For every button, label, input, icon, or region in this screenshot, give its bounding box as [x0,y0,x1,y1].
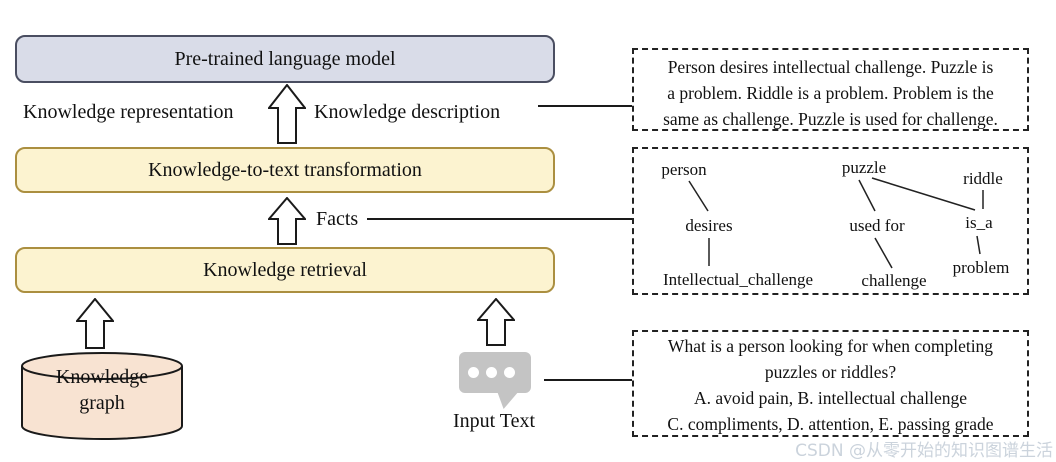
up-arrow-icon [268,197,306,245]
question-line: C. compliments, D. attention, E. passing… [667,414,994,434]
connector-input [544,379,632,381]
graph-node-riddle: riddle [963,169,1003,188]
knowledge-description-label: Knowledge description [314,101,501,123]
knowledge-graph-label-line1: Knowledge [55,366,149,388]
description-line: a problem. Riddle is a problem. Problem … [667,83,994,103]
question-line: A. avoid pain, B. intellectual challenge [693,388,968,408]
graph-node-person: person [661,160,707,179]
up-arrow-icon [477,298,515,346]
graph-node-intellectual-challenge: Intellectual_challenge [662,270,814,289]
knowledge-to-text-box: Knowledge-to-text transformation [15,147,555,193]
connector-facts [367,218,632,220]
knowledge-retrieval-box: Knowledge retrieval [15,247,555,293]
facts-label: Facts [316,208,359,230]
speech-bubble-icon [459,352,531,393]
facts-graph-edges [688,177,984,269]
up-arrow-icon [76,298,114,349]
connector-description [538,105,632,107]
knowledge-to-text-label: Knowledge-to-text transformation [148,158,422,181]
graph-node-puzzle: puzzle [841,158,887,177]
description-line: same as challenge. Puzzle is used for ch… [663,109,998,129]
question-line: puzzles or riddles? [764,362,897,382]
knowledge-retrieval-label: Knowledge retrieval [203,258,367,281]
graph-node-problem: problem [952,258,1010,277]
up-arrow-icon [268,84,306,144]
description-line: Person desires intellectual challenge. P… [667,57,994,77]
input-question-box: What is a person looking for when comple… [632,330,1029,437]
bubble-dot [468,367,479,378]
graph-node-challenge: challenge [861,271,927,290]
speech-bubble-tail [497,391,519,409]
graph-node-desires: desires [685,216,733,235]
question-line: What is a person looking for when comple… [667,336,994,356]
facts-graph-box: person desires Intellectual_challenge pu… [632,147,1029,295]
graph-node-is-a: is_a [965,213,993,232]
input-text-label: Input Text [452,410,536,432]
knowledge-representation-label: Knowledge representation [23,101,234,123]
database-cylinder-icon [21,352,183,440]
pretrained-language-model-label: Pre-trained language model [174,47,396,70]
bubble-dot [486,367,497,378]
bubble-dot [504,367,515,378]
knowledge-description-box: Person desires intellectual challenge. P… [632,48,1029,131]
csdn-watermark: CSDN @从零开始的知识图谱生活 [795,441,1053,461]
graph-node-used-for: used for [849,216,905,235]
knowledge-graph-label-line2: graph [79,392,125,414]
pretrained-language-model-box: Pre-trained language model [15,35,555,83]
